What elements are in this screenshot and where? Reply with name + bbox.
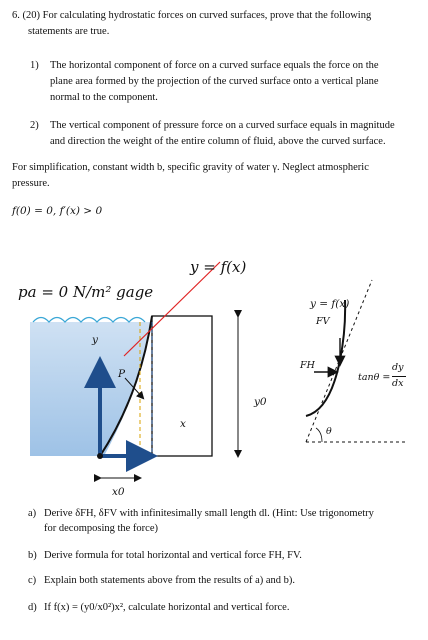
question-c-text: Explain both statements above from the r… xyxy=(44,575,296,586)
theta-arc xyxy=(315,427,323,443)
simplification-line-2: pressure. xyxy=(12,178,50,189)
problem-header: 6. (20) For calculating hydrostatic forc… xyxy=(12,10,372,21)
statement-1-line-3: normal to the component. xyxy=(50,92,158,103)
water-region xyxy=(30,322,152,456)
question-b-text: Derive formula for total horizontal and … xyxy=(44,550,302,561)
y-axis-label: y xyxy=(92,334,98,346)
question-b-label: b) xyxy=(28,550,37,561)
origin-dot xyxy=(97,453,103,459)
fv-label: FV xyxy=(316,316,330,327)
tan-label: tanθ = xyxy=(358,372,391,383)
pressure-arrow xyxy=(124,377,145,400)
statement-2-line-2: and direction the weight of the entire c… xyxy=(50,136,386,147)
statement-1-num: 1) xyxy=(30,60,39,71)
question-d-label: d) xyxy=(28,602,37,613)
water-surface xyxy=(32,316,146,323)
question-c-label: c) xyxy=(28,575,37,586)
tangent-line xyxy=(305,279,373,443)
statement-2-num: 2) xyxy=(30,120,39,131)
p-label: P xyxy=(118,368,126,380)
problem-header-cont: statements are true. xyxy=(28,26,110,37)
y0-label: y0 xyxy=(254,396,267,408)
statement-2-line-1: The vertical component of pressure force… xyxy=(50,120,395,131)
statement-1-line-2: plane area formed by the projection of t… xyxy=(50,76,379,87)
curve-label-left: y = f(x) xyxy=(190,258,247,276)
x-axis-label: x xyxy=(180,418,186,430)
statement-1-line-1: The horizontal component of force on a c… xyxy=(50,60,379,71)
question-a-text-2: for decomposing the force) xyxy=(44,523,158,534)
dx-label: dx xyxy=(392,378,404,389)
x0-label: x0 xyxy=(112,486,125,498)
normal-line xyxy=(123,261,221,357)
theta-label: θ xyxy=(326,426,332,437)
question-a-text: Derive δFH, δFV with infinitesimally sma… xyxy=(44,508,374,519)
boundary-condition: f(0) = 0, f′(x) > 0 xyxy=(12,205,103,217)
question-a-label: a) xyxy=(28,508,37,519)
curve-label-right: y = f(x) xyxy=(310,298,350,310)
curved-surface xyxy=(99,315,153,457)
pressure-label: pa = 0 N/m² gage xyxy=(18,283,154,301)
question-d-text: If f(x) = (y0/x0²)x², calculate horizont… xyxy=(44,602,290,613)
fraction-bar xyxy=(392,376,406,377)
simplification-line-1: For simplification, constant width b, sp… xyxy=(12,162,369,173)
dy-label: dy xyxy=(392,362,404,373)
fh-label: FH xyxy=(300,360,315,371)
